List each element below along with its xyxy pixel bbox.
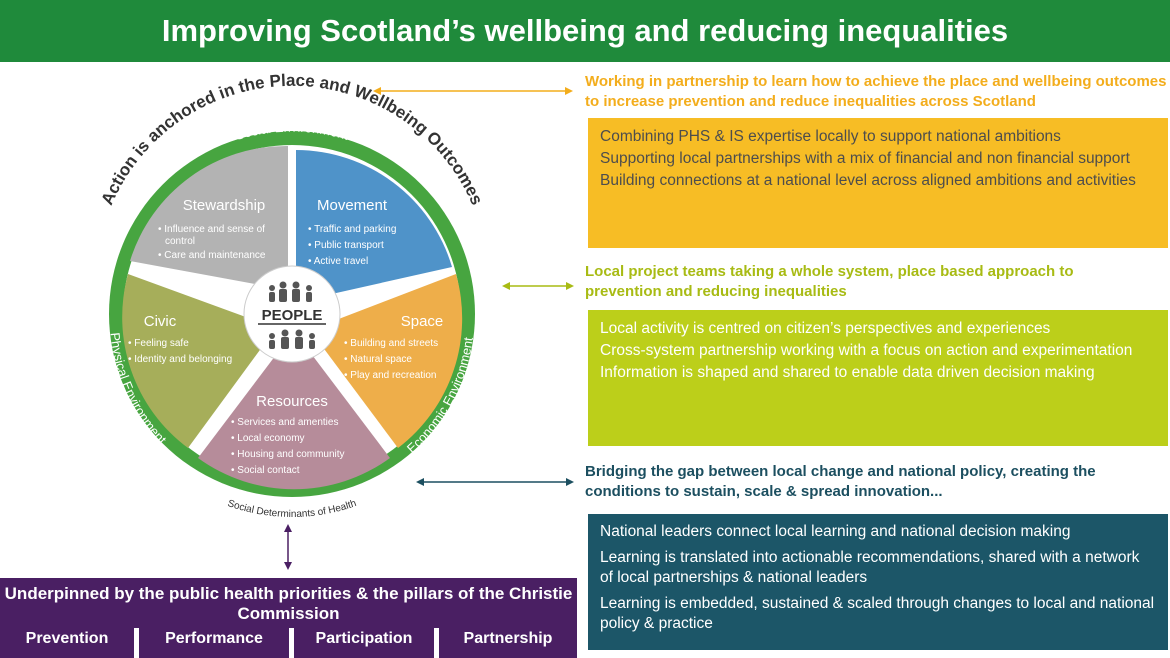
section-1-item: Supporting local partnerships with a mix… — [600, 150, 1130, 167]
people-icon — [269, 281, 315, 349]
segment-civic — [122, 274, 276, 448]
movement-item-2: • Public transport — [308, 240, 384, 251]
page-title: Improving Scotland’s wellbeing and reduc… — [0, 0, 1170, 62]
civic-item-2: • Identity and belonging — [128, 354, 232, 365]
arrow-section-2 — [502, 282, 574, 290]
resources-item-1: • Services and amenties — [231, 417, 338, 428]
center-label: PEOPLE — [262, 307, 323, 324]
section-1-box: Combining PHS & IS expertise locally to … — [588, 118, 1168, 248]
resources-item-4: • Social contact — [231, 465, 300, 476]
movement-item-3: • Active travel — [308, 256, 368, 267]
space-item-3: • Play and recreation — [344, 370, 436, 381]
pillars-row: Prevention Performance Participation Par… — [0, 628, 577, 658]
place-wellbeing-wheel: PEOPLE Stewardship Movement Space Resour… — [0, 62, 580, 522]
section-2-box: Local activity is centred on citizen’s p… — [588, 310, 1168, 446]
stewardship-item-1: • Influence and sense of — [158, 224, 265, 235]
section-2-item: Information is shaped and shared to enab… — [600, 364, 1095, 381]
stewardship-item-2: • Care and maintenance — [158, 250, 266, 261]
pillar-prevention: Prevention — [25, 630, 109, 647]
resources-item-2: • Local economy — [231, 433, 305, 444]
section-3-item: National leaders connect local learning … — [600, 523, 1071, 540]
segment-title-resources: Resources — [256, 393, 328, 410]
resources-item-3: • Housing and community — [231, 449, 345, 460]
section-2-heading: Local project teams taking a whole syste… — [585, 263, 1074, 300]
segment-title-space: Space — [401, 313, 444, 330]
space-item-1: • Building and streets — [344, 338, 438, 349]
segment-movement — [296, 150, 452, 302]
segment-stewardship — [130, 145, 288, 290]
section-3-item: Learning is translated into actionable r… — [600, 549, 1140, 586]
pillar-partnership: Partnership — [434, 628, 577, 658]
footer-title: Underpinned by the public health priorit… — [4, 584, 573, 623]
people-center — [243, 265, 341, 363]
civic-item-1: • Feeling safe — [128, 338, 189, 349]
section-2-item: Cross-system partnership working with a … — [600, 342, 1133, 359]
section-1-item: Building connections at a national level… — [600, 172, 1136, 189]
section-3-item: Learning is embedded, sustained & scaled… — [600, 595, 1155, 632]
movement-item-1: • Traffic and parking — [308, 224, 396, 235]
section-3-box: National leaders connect local learning … — [588, 514, 1168, 650]
footer-panel: Underpinned by the public health priorit… — [0, 578, 577, 658]
arrow-vertical — [284, 524, 292, 570]
arrow-section-1 — [373, 87, 573, 95]
segment-title-stewardship: Stewardship — [183, 197, 266, 214]
social-determinants-label: Social Determinants of Health — [226, 498, 358, 520]
pillar-performance: Performance — [134, 628, 289, 658]
section-1-item: Combining PHS & IS expertise locally to … — [600, 128, 1061, 145]
segment-resources — [198, 331, 390, 490]
segment-title-civic: Civic — [144, 313, 177, 330]
segment-space — [310, 274, 463, 448]
segment-title-movement: Movement — [317, 197, 388, 214]
stewardship-item-1b: control — [165, 236, 195, 247]
pillar-participation: Participation — [289, 628, 434, 658]
section-1-heading: Working in partnership to learn how to a… — [585, 73, 1167, 110]
arrow-section-3 — [416, 478, 574, 486]
section-2-item: Local activity is centred on citizen’s p… — [600, 320, 1051, 337]
space-item-2: • Natural space — [344, 354, 412, 365]
section-3-heading: Bridging the gap between local change an… — [585, 463, 1096, 500]
